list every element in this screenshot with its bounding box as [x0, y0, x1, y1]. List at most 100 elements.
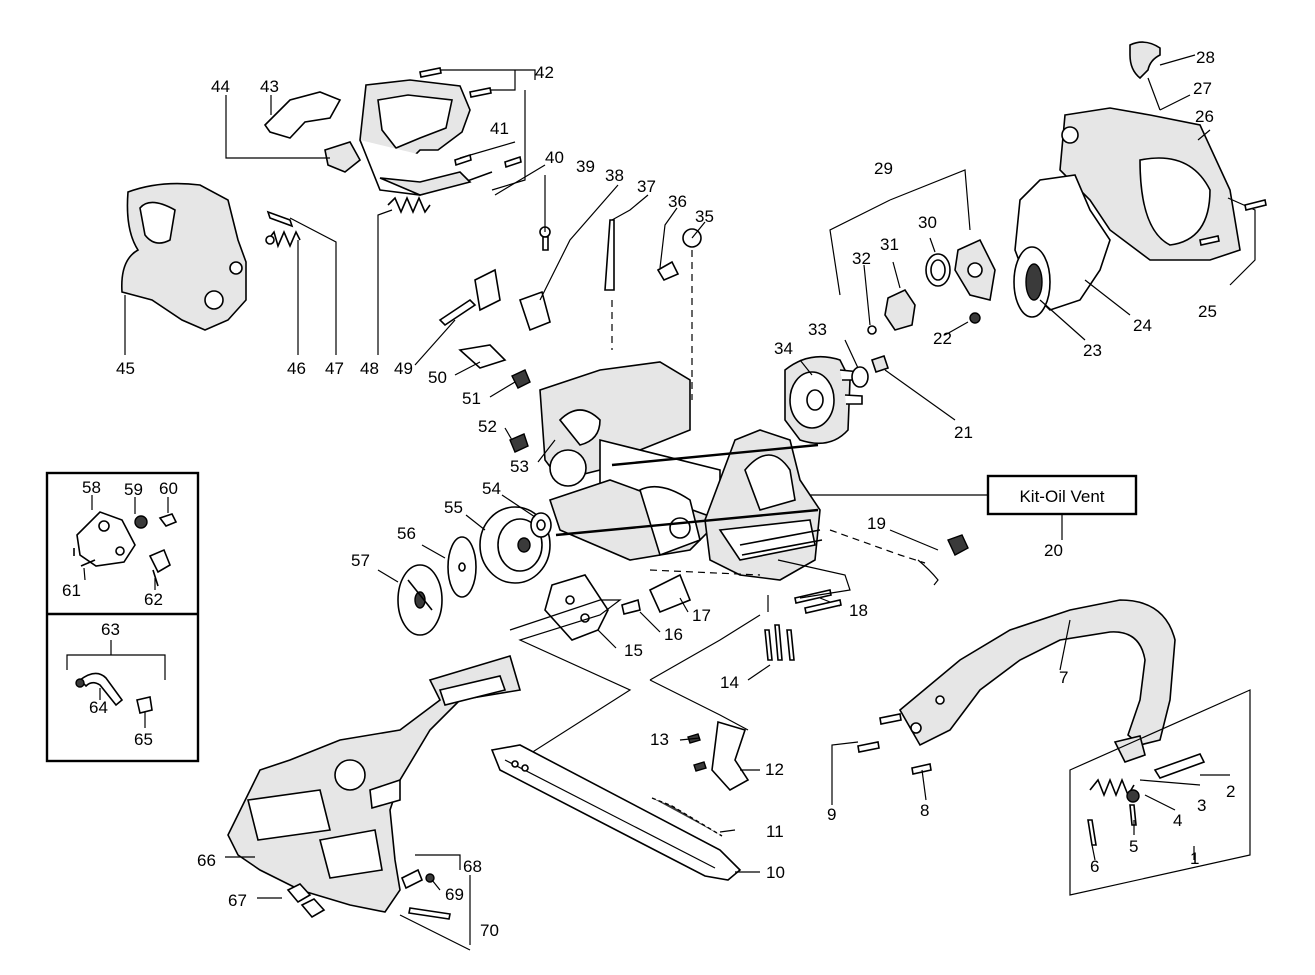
- callout-37: 37: [637, 177, 656, 196]
- callout-18: 18: [849, 601, 868, 620]
- callout-5: 5: [1129, 837, 1138, 856]
- pulley-23: [1013, 246, 1051, 318]
- callout-34: 34: [774, 339, 793, 358]
- callout-26: 26: [1195, 107, 1214, 126]
- spring-48: [387, 195, 431, 215]
- callout-63: 63: [101, 620, 120, 639]
- spring-46: [265, 229, 301, 249]
- callout-38: 38: [605, 166, 624, 185]
- vent-19: [947, 534, 969, 556]
- callout-19: 19: [867, 514, 886, 533]
- callout-53: 53: [510, 457, 529, 476]
- callout-6: 6: [1090, 857, 1099, 876]
- kit-oil-vent-label: Kit-Oil Vent: [1019, 487, 1104, 506]
- callout-60: 60: [159, 479, 178, 498]
- callout-numbers: 1 2 3 4 5 6 7 8 9 10 11 12 13 14 15 16 1…: [62, 48, 1235, 940]
- callout-31: 31: [880, 235, 899, 254]
- inset-frame: [45, 471, 200, 763]
- callout-62: 62: [144, 590, 163, 609]
- front-handle-part: [121, 182, 247, 331]
- callout-25: 25: [1198, 302, 1217, 321]
- callout-42: 42: [535, 63, 554, 82]
- callout-35: 35: [695, 207, 714, 226]
- callout-14: 14: [720, 673, 739, 692]
- callout-66: 66: [197, 851, 216, 870]
- callout-20: 20: [1044, 541, 1063, 560]
- callout-16: 16: [664, 625, 683, 644]
- callout-41: 41: [490, 119, 509, 138]
- oil-hose-part: [75, 672, 153, 714]
- clip-12: [711, 720, 750, 792]
- nut-31: [884, 288, 916, 331]
- callout-33: 33: [808, 320, 827, 339]
- callout-8: 8: [920, 801, 929, 820]
- callout-36: 36: [668, 192, 687, 211]
- callout-69: 69: [445, 885, 464, 904]
- side-cover-part: [227, 655, 522, 913]
- callout-51: 51: [462, 389, 481, 408]
- callout-27: 27: [1193, 79, 1212, 98]
- callout-7: 7: [1059, 668, 1068, 687]
- callout-17: 17: [692, 606, 711, 625]
- callout-39: 39: [576, 157, 595, 176]
- callout-2: 2: [1226, 782, 1235, 801]
- callout-67: 67: [228, 891, 247, 910]
- callout-32: 32: [852, 249, 871, 268]
- callout-1: 1: [1190, 849, 1199, 868]
- callout-10: 10: [766, 863, 785, 882]
- washer-56: [447, 536, 477, 598]
- callout-23: 23: [1083, 341, 1102, 360]
- callout-58: 58: [82, 478, 101, 497]
- engine-block-part: [704, 429, 823, 581]
- callout-4: 4: [1173, 811, 1182, 830]
- spring-30: [925, 253, 951, 287]
- throttle-trigger-part: [263, 91, 362, 173]
- kit-oil-vent-box: [986, 474, 1138, 516]
- starter-handle-part: [1129, 41, 1161, 111]
- oil-pump-part: [73, 511, 178, 587]
- clutch-57: [397, 564, 443, 636]
- callout-52: 52: [478, 417, 497, 436]
- callout-61: 61: [62, 581, 81, 600]
- callout-48: 48: [360, 359, 379, 378]
- callout-11: 11: [766, 822, 784, 841]
- callout-9: 9: [827, 805, 836, 824]
- callout-22: 22: [933, 329, 952, 348]
- callout-54: 54: [482, 479, 501, 498]
- callout-46: 46: [287, 359, 306, 378]
- callout-40: 40: [545, 148, 564, 167]
- callout-47: 47: [325, 359, 344, 378]
- starter-housing-part: [1059, 107, 1241, 261]
- callout-49: 49: [394, 359, 413, 378]
- callout-59: 59: [124, 480, 143, 499]
- saw-chain-part: [651, 797, 723, 837]
- callout-12: 12: [765, 760, 784, 779]
- crankcase-part: [539, 361, 722, 561]
- callout-29: 29: [874, 159, 893, 178]
- callout-21: 21: [954, 423, 973, 442]
- flywheel-part: [784, 355, 863, 445]
- callout-43: 43: [260, 77, 279, 96]
- callout-13: 13: [650, 730, 669, 749]
- callout-56: 56: [397, 524, 416, 543]
- callout-30: 30: [918, 213, 937, 232]
- callout-3: 3: [1197, 796, 1206, 815]
- callout-64: 64: [89, 698, 108, 717]
- callout-65: 65: [134, 730, 153, 749]
- callout-28: 28: [1196, 48, 1215, 67]
- callout-50: 50: [428, 368, 447, 387]
- guide-bar-part: [490, 744, 742, 881]
- handle-bar-part: [898, 599, 1176, 747]
- rear-handle-part: [359, 79, 493, 196]
- pawl-29: [954, 238, 996, 301]
- spring-3: [1089, 777, 1135, 798]
- callout-44: 44: [211, 77, 230, 96]
- callout-45: 45: [116, 359, 135, 378]
- callout-15: 15: [624, 641, 643, 660]
- callout-57: 57: [351, 551, 370, 570]
- callout-68: 68: [463, 857, 482, 876]
- callout-24: 24: [1133, 316, 1152, 335]
- callout-70: 70: [480, 921, 499, 940]
- callout-55: 55: [444, 498, 463, 517]
